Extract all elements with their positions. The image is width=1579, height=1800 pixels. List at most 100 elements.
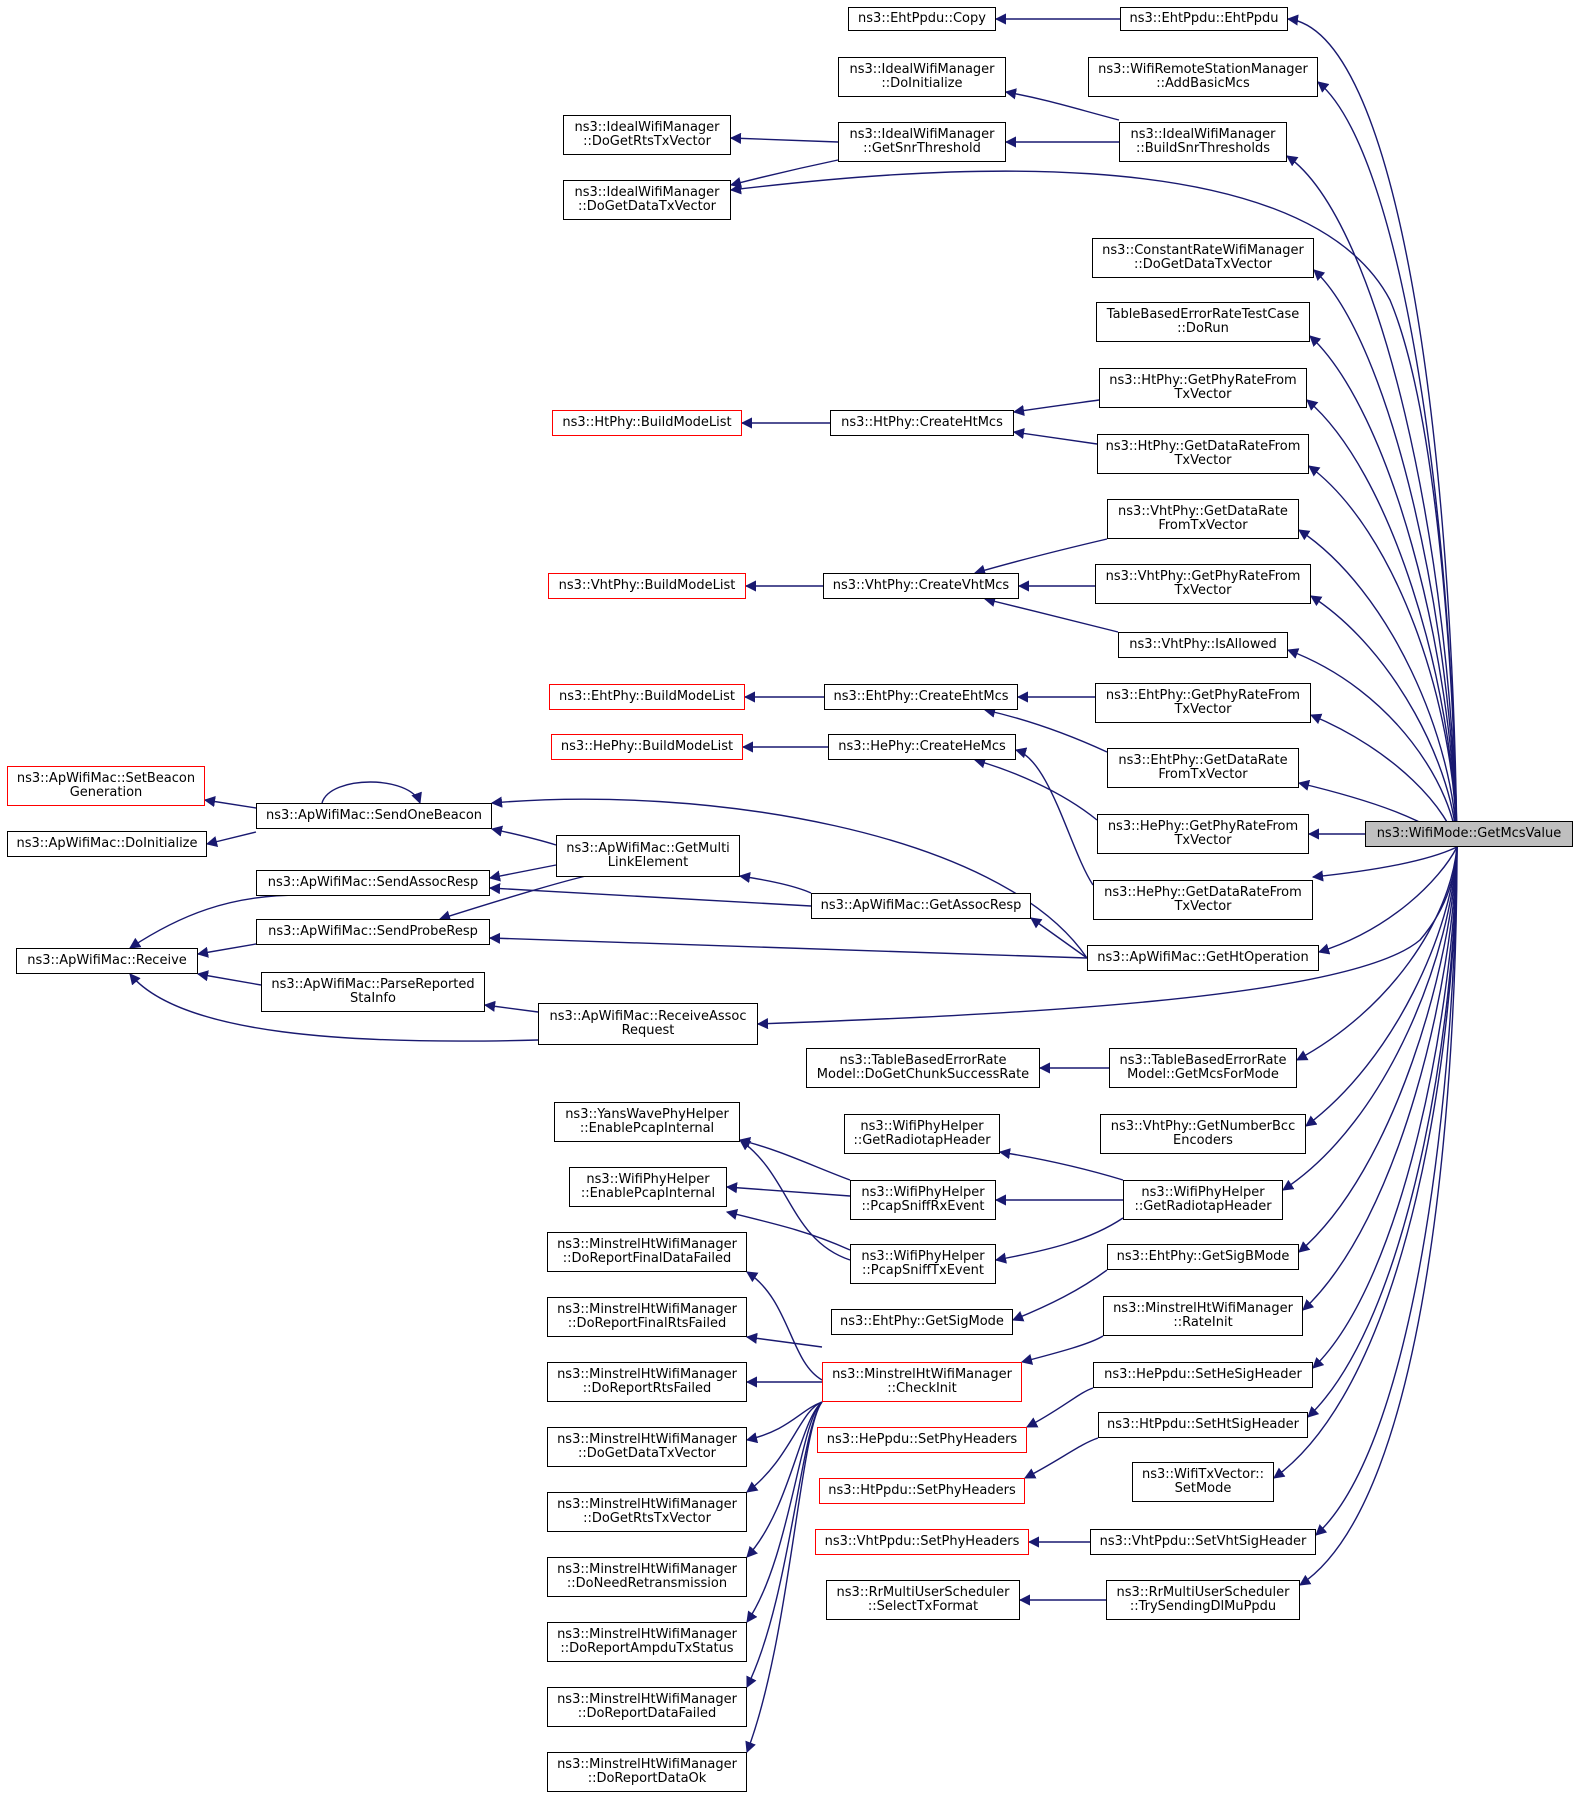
node-n45[interactable]: ns3::WifiPhyHelper ::PcapSniffRxEvent [850,1180,996,1220]
call-edge [488,864,557,882]
node-n59[interactable]: ns3::HtPpdu::SetPhyHeaders [819,1478,1025,1504]
call-edge [739,1139,851,1261]
call-edge [1026,1387,1094,1428]
call-edge [756,846,1458,1030]
call-edge [738,1137,851,1181]
call-edge [488,932,1088,959]
call-edge [488,882,812,907]
node-n62[interactable]: ns3::VhtPpdu::SetPhyHeaders [815,1529,1029,1555]
node-n46[interactable]: ns3::WifiPhyHelper ::GetRadiotapHeader [1123,1180,1283,1220]
node-n53[interactable]: ns3::MinstrelHtWifiManager ::DoReportRts… [547,1362,747,1402]
call-edge [729,170,1458,848]
node-n35[interactable]: ns3::ApWifiMac::Receive [16,948,198,974]
node-n22[interactable]: ns3::EhtPhy::GetPhyRateFrom TxVector [1095,683,1311,723]
node-n54[interactable]: ns3::MinstrelHtWifiManager ::CheckInit [822,1362,1022,1402]
node-n32[interactable]: ns3::HePhy::GetDataRateFrom TxVector [1093,880,1313,920]
node-n56[interactable]: ns3::MinstrelHtWifiManager ::DoGetDataTx… [547,1427,747,1467]
node-n12[interactable]: ns3::HtPhy::BuildModeList [552,410,742,436]
node-n10[interactable]: TableBasedErrorRateTestCase ::DoRun [1096,302,1310,342]
node-n60[interactable]: ns3::MinstrelHtWifiManager ::DoGetRtsTxV… [547,1492,747,1532]
node-n24[interactable]: ns3::HePhy::CreateHeMcs [828,734,1016,760]
call-edge [738,871,812,894]
node-n15[interactable]: ns3::VhtPhy::GetDataRate FromTxVector [1107,499,1299,539]
node-n67[interactable]: ns3::MinstrelHtWifiManager ::DoReportAmp… [547,1622,747,1662]
node-n63[interactable]: ns3::VhtPpdu::SetVhtSigHeader [1090,1529,1316,1555]
node-n55[interactable]: ns3::HePpdu::SetHeSigHeader [1093,1362,1313,1388]
node-n5[interactable]: ns3::IdealWifiManager ::BuildSnrThreshol… [1119,122,1287,162]
call-edge [483,1000,539,1013]
call-edge [746,1271,823,1381]
call-edge [1306,399,1458,848]
node-n21[interactable]: ns3::EhtPhy::CreateEhtMcs [824,684,1018,710]
node-n2[interactable]: ns3::EhtPpdu::EhtPpdu [1120,7,1288,31]
node-n19[interactable]: ns3::VhtPhy::IsAllowed [1118,632,1288,658]
node-n20[interactable]: ns3::EhtPhy::BuildModeList [549,684,745,710]
call-edge [729,132,839,144]
node-n47[interactable]: ns3::MinstrelHtWifiManager ::DoReportFin… [547,1232,747,1272]
node-n69[interactable]: ns3::MinstrelHtWifiManager ::DoReportDat… [547,1752,747,1792]
node-n43[interactable]: ns3::VhtPhy::GetNumberBcc Encoders [1100,1114,1306,1154]
node-n1[interactable]: ns3::EhtPpdu::Copy [848,7,996,31]
node-n66[interactable]: ns3::RrMultiUserScheduler ::TrySendingDl… [1106,1580,1300,1620]
call-edge [1315,846,1458,1536]
call-edge [1313,269,1458,848]
node-n3[interactable]: ns3::WifiRemoteStationManager ::AddBasic… [1088,57,1318,97]
node-n14[interactable]: ns3::HtPhy::GetDataRateFrom TxVector [1097,434,1309,474]
node-n52[interactable]: ns3::MinstrelHtWifiManager ::RateInit [1103,1296,1303,1336]
node-n33[interactable]: ns3::ApWifiMac::GetAssocResp [811,893,1031,919]
node-n50[interactable]: ns3::EhtPhy::GetSigMode [831,1309,1013,1335]
call-edge [1305,846,1458,1127]
node-n68[interactable]: ns3::MinstrelHtWifiManager ::DoReportDat… [547,1687,747,1727]
call-edge [745,1332,823,1348]
node-n51[interactable]: ns3::MinstrelHtWifiManager ::DoReportFin… [547,1297,747,1337]
call-edge [1310,595,1458,848]
node-n7[interactable]: ns3::IdealWifiManager ::GetSnrThreshold [838,122,1006,162]
call-edge [729,159,839,188]
call-edge [1298,529,1458,848]
node-n9[interactable]: ns3::ConstantRateWifiManager ::DoGetData… [1092,238,1314,278]
node-n28[interactable]: ns3::HePhy::GetPhyRateFrom TxVector [1097,814,1309,854]
node-n42[interactable]: ns3::WifiPhyHelper ::GetRadiotapHeader [844,1114,1000,1154]
node-n8[interactable]: ns3::IdealWifiManager ::DoGetDataTxVecto… [563,180,731,220]
node-n61[interactable]: ns3::WifiTxVector:: SetMode [1132,1462,1274,1502]
node-n48[interactable]: ns3::WifiPhyHelper ::PcapSniffTxEvent [850,1244,996,1284]
node-n64[interactable]: ns3::MinstrelHtWifiManager ::DoNeedRetra… [547,1557,747,1597]
node-n65[interactable]: ns3::RrMultiUserScheduler ::SelectTxForm… [826,1580,1020,1620]
node-n40[interactable]: ns3::TableBasedErrorRate Model::GetMcsFo… [1109,1048,1297,1088]
node-n36[interactable]: ns3::ApWifiMac::GetHtOperation [1087,945,1319,971]
call-edge [725,1182,851,1197]
node-n4[interactable]: ns3::IdealWifiManager ::DoInitialize [838,57,1006,97]
node-n25[interactable]: ns3::EhtPhy::GetDataRate FromTxVector [1107,748,1299,788]
node-n18[interactable]: ns3::VhtPhy::GetPhyRateFrom TxVector [1095,564,1311,604]
call-edge [196,970,262,986]
node-n58[interactable]: ns3::HtPpdu::SetHtSigHeader [1098,1412,1308,1438]
node-n30[interactable]: ns3::ApWifiMac::GetMulti LinkElement [556,835,740,877]
call-edge [490,796,1088,959]
node-n29[interactable]: ns3::ApWifiMac::DoInitialize [7,831,207,857]
node-n31[interactable]: ns3::ApWifiMac::SendAssocResp [256,870,490,896]
node-n17[interactable]: ns3::VhtPhy::CreateVhtMcs [823,573,1019,599]
node-n16[interactable]: ns3::VhtPhy::BuildModeList [548,573,746,599]
node-n11[interactable]: ns3::HtPhy::GetPhyRateFrom TxVector [1099,368,1307,408]
node-n44[interactable]: ns3::WifiPhyHelper ::EnablePcapInternal [569,1167,727,1207]
call-edge [745,1401,823,1444]
node-n26[interactable]: ns3::ApWifiMac::SetBeacon Generation [7,766,205,806]
call-edge [746,1401,823,1623]
node-n49[interactable]: ns3::EhtPhy::GetSigBMode [1107,1244,1299,1270]
node-n23[interactable]: ns3::HePhy::BuildModeList [551,734,743,760]
call-edge [1024,1437,1099,1479]
call-edge [1298,846,1458,1253]
node-n39[interactable]: ns3::TableBasedErrorRate Model::DoGetChu… [806,1048,1040,1088]
node-n57[interactable]: ns3::HePpdu::SetPhyHeaders [817,1427,1027,1453]
node-n38[interactable]: ns3::ApWifiMac::ReceiveAssoc Request [538,1003,758,1045]
node-n6[interactable]: ns3::IdealWifiManager ::DoGetRtsTxVector [563,115,731,155]
call-edge [203,796,257,809]
node-n41[interactable]: ns3::YansWavePhyHelper ::EnablePcapInter… [554,1102,740,1142]
call-edge [490,825,557,846]
node-n13[interactable]: ns3::HtPhy::CreateHtMcs [830,410,1014,436]
node-n27[interactable]: ns3::ApWifiMac::SendOneBeacon [256,803,492,829]
call-edge [1030,917,1088,959]
node-n37[interactable]: ns3::ApWifiMac::ParseReported StaInfo [261,972,485,1012]
node-n34[interactable]: ns3::ApWifiMac::SendProbeResp [256,919,490,945]
